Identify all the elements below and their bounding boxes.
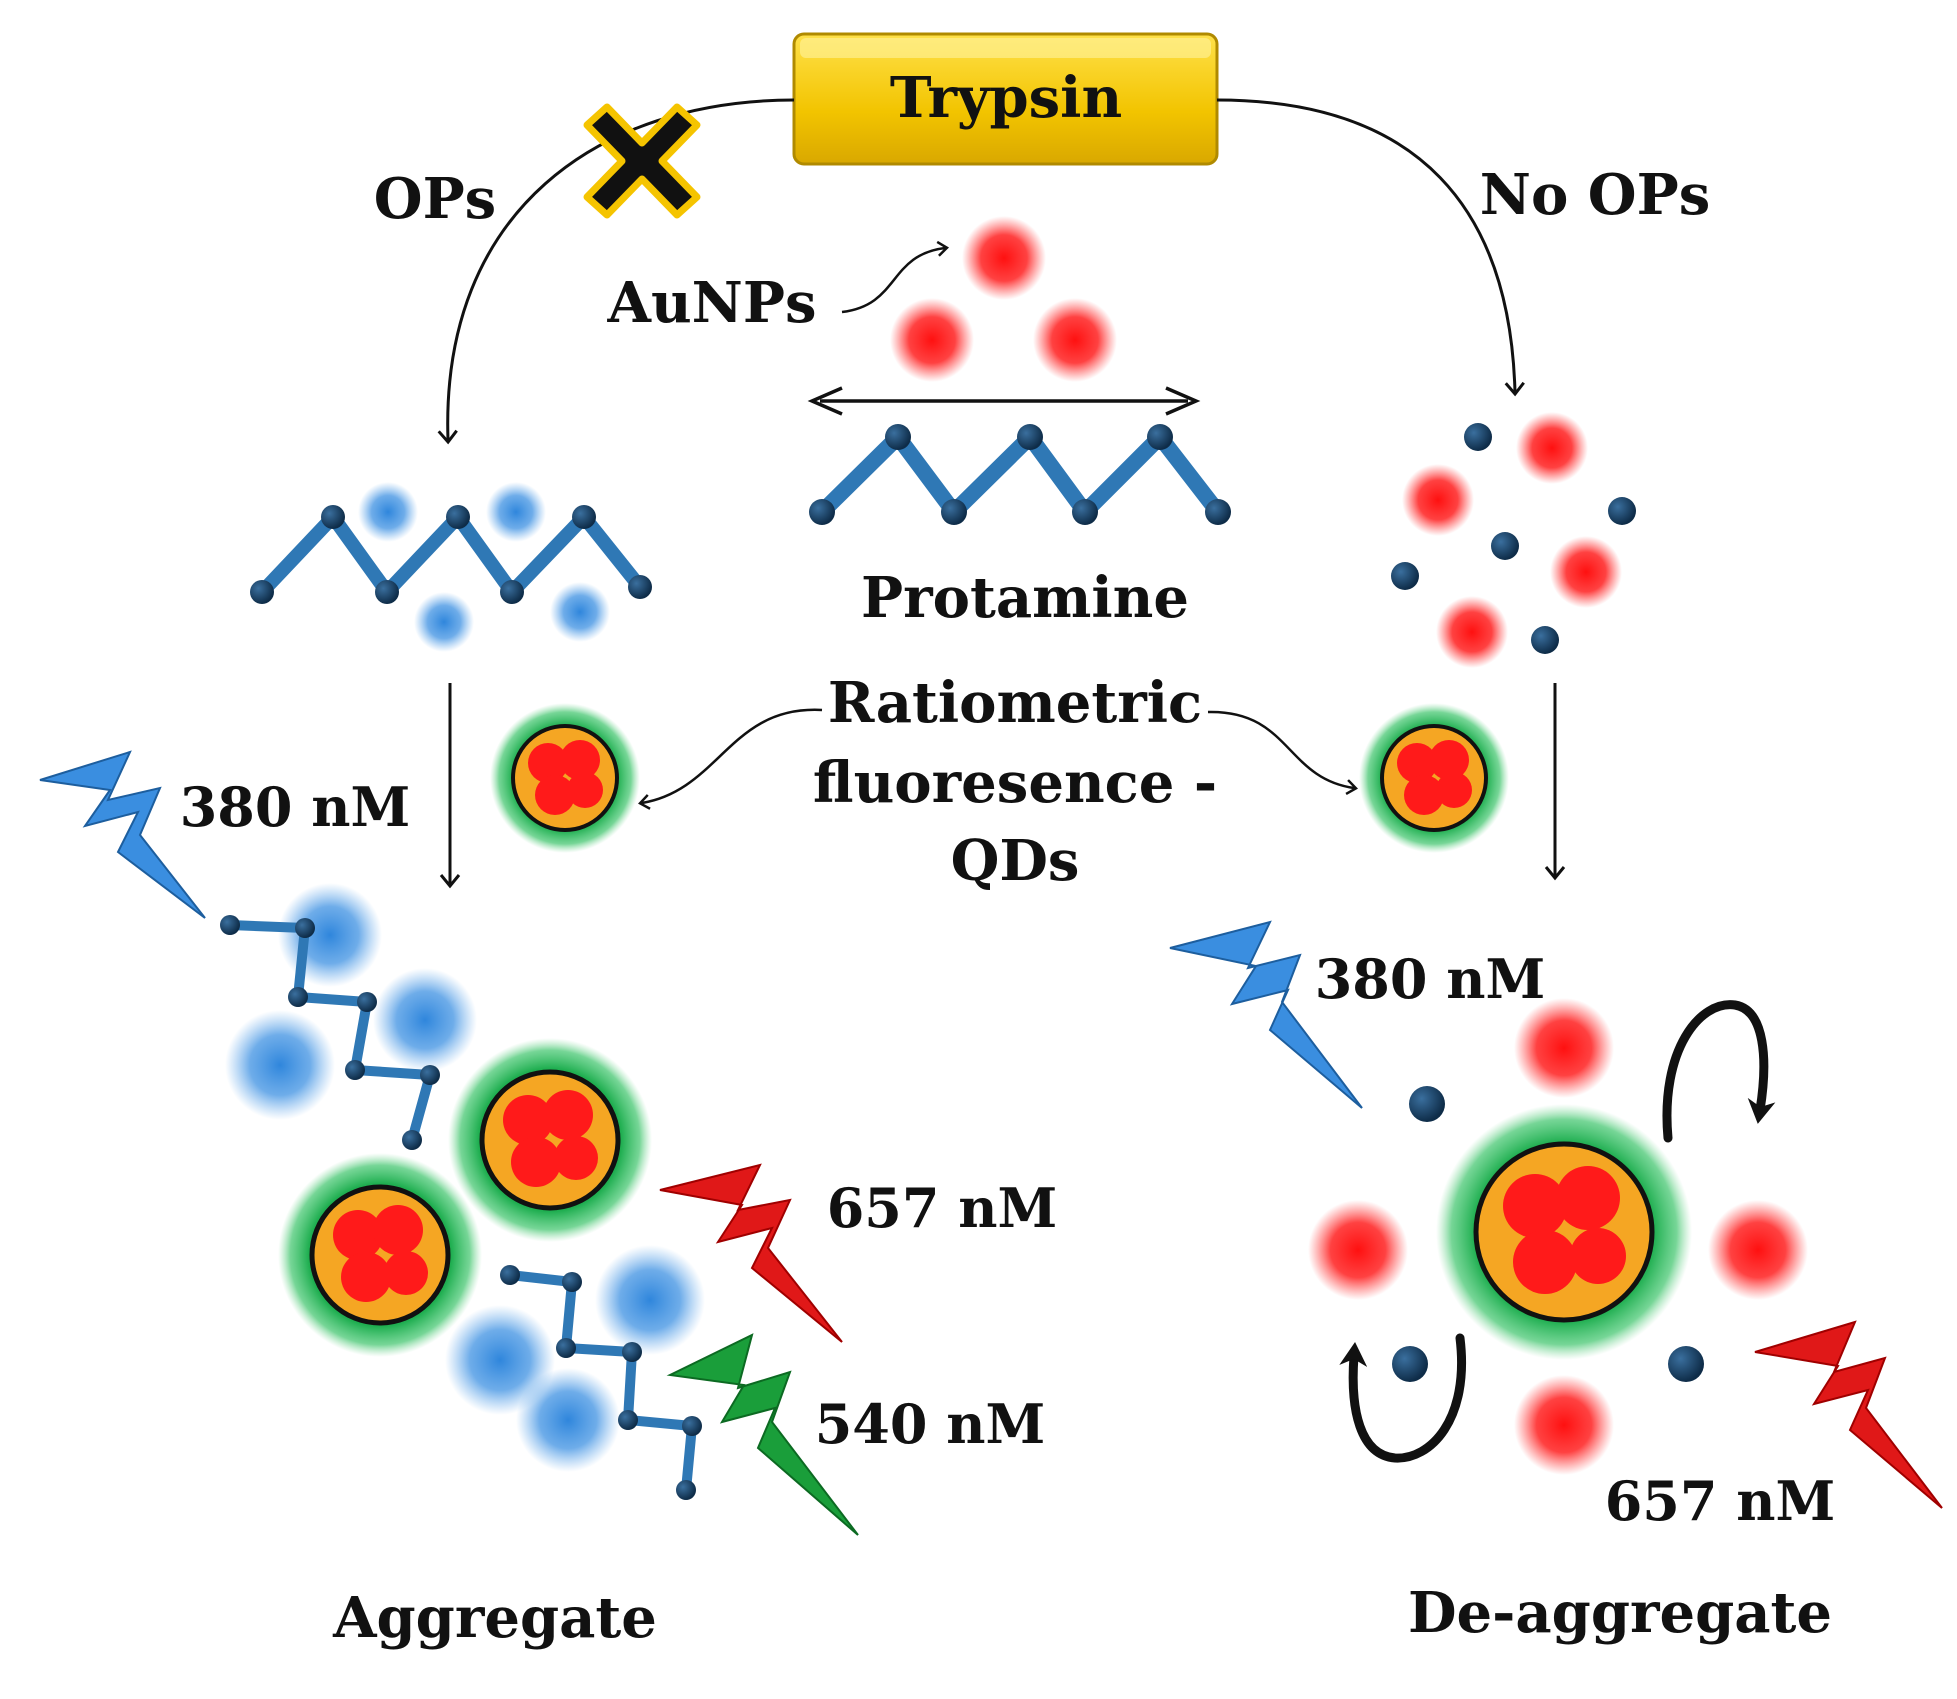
ops-label: OPs xyxy=(374,166,496,232)
curved-arrow-icon xyxy=(1662,1000,1776,1143)
aunp-cluster-top xyxy=(890,216,1117,382)
blue-excitation-bolt-right xyxy=(1169,920,1363,1109)
green-emission-bolt-left xyxy=(666,1333,859,1536)
deaggregate-label: De-aggregate xyxy=(1408,1580,1832,1646)
probe-label-line1: Ratiometric xyxy=(828,670,1202,736)
red-emission-bolt-left xyxy=(659,1163,843,1343)
arrow-to-ops-branch xyxy=(437,98,795,445)
qd-small-left xyxy=(490,703,640,853)
aunps-label: AuNPs xyxy=(607,270,817,336)
trypsin-box: Trypsin xyxy=(792,32,1219,166)
no-ops-label: No OPs xyxy=(1480,162,1710,228)
probe-label-line2: fluoresence - xyxy=(813,750,1217,816)
protamine-chain-center xyxy=(809,424,1231,525)
left-excitation-label: 380 nM xyxy=(180,775,411,839)
lightning-icon xyxy=(39,750,206,919)
protamine-complex-left xyxy=(250,482,652,652)
probe-pointer-right xyxy=(1207,710,1358,796)
deaggregate-complex xyxy=(1308,998,1808,1475)
curved-arrow-icon-lower xyxy=(1339,1333,1466,1463)
aggregate-complex xyxy=(220,883,705,1500)
left-green-emission-label: 540 nM xyxy=(815,1392,1046,1456)
arrow-to-no-ops-branch xyxy=(1216,98,1525,397)
aggregate-label: Aggregate xyxy=(332,1585,657,1651)
free-aunps-right xyxy=(1391,412,1636,668)
qd-small-right xyxy=(1359,703,1509,853)
red-emission-bolt-right xyxy=(1754,1320,1943,1509)
double-arrow xyxy=(807,386,1201,416)
right-red-emission-label: 657 nM xyxy=(1605,1469,1836,1533)
left-red-emission-label: 657 nM xyxy=(827,1176,1058,1240)
probe-label-line3: QDs xyxy=(951,828,1080,894)
aunps-pointer-arrow xyxy=(841,240,950,314)
protamine-label: Protamine xyxy=(861,565,1189,631)
right-excitation-label: 380 nM xyxy=(1315,947,1546,1011)
probe-pointer-left xyxy=(638,708,823,810)
trypsin-label: Trypsin xyxy=(890,65,1122,131)
cross-icon xyxy=(583,103,701,219)
